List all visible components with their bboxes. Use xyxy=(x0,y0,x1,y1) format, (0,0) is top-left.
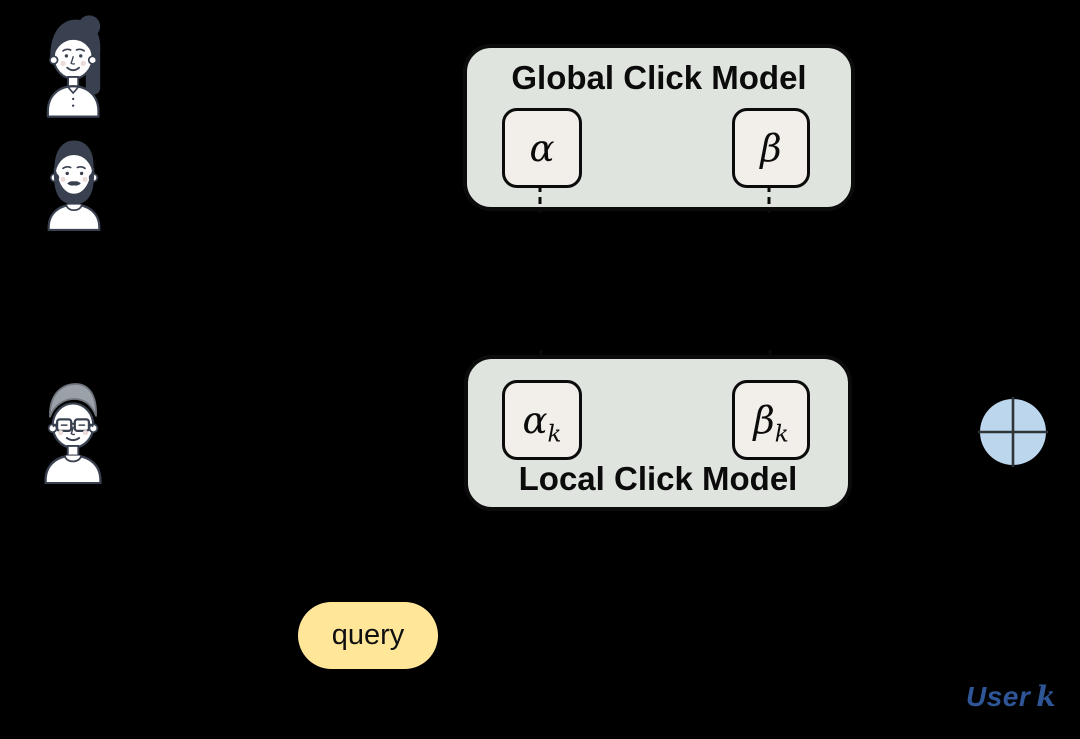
circled-plus-icon xyxy=(973,392,1053,472)
local-alpha-k-param-box: αk xyxy=(502,380,582,460)
glasses-male-user-avatar xyxy=(33,376,113,484)
local-beta-k-symbol: βk xyxy=(753,398,789,447)
local-beta-k-param-box: βk xyxy=(732,380,810,460)
local-click-model-box: αk βk Local Click Model xyxy=(464,355,852,511)
global-alpha-symbol: α xyxy=(529,126,555,170)
query-label: query xyxy=(331,619,405,651)
female-user-icon xyxy=(46,15,101,118)
global-model-title: Global Click Model xyxy=(511,59,807,96)
local-model-title: Local Click Model xyxy=(518,460,798,497)
user-k-prefix: User xyxy=(966,681,1031,712)
alpha-dashed-connector xyxy=(538,185,542,213)
global-beta-param-box: β xyxy=(732,108,810,188)
beta-dashed-connector xyxy=(767,185,771,213)
global-click-model-box: Global Click Model α β xyxy=(463,44,855,211)
user-k-index: k xyxy=(1036,680,1057,713)
bearded-male-user-avatar xyxy=(36,131,112,231)
local-alpha-k-symbol: αk xyxy=(522,398,562,447)
global-alpha-param-box: α xyxy=(502,108,582,188)
global-beta-symbol: β xyxy=(760,126,782,170)
glasses-male-user-icon xyxy=(44,383,102,484)
query-bubble: query xyxy=(298,602,438,669)
bearded-male-user-icon xyxy=(47,140,101,231)
female-user-avatar xyxy=(36,12,112,120)
